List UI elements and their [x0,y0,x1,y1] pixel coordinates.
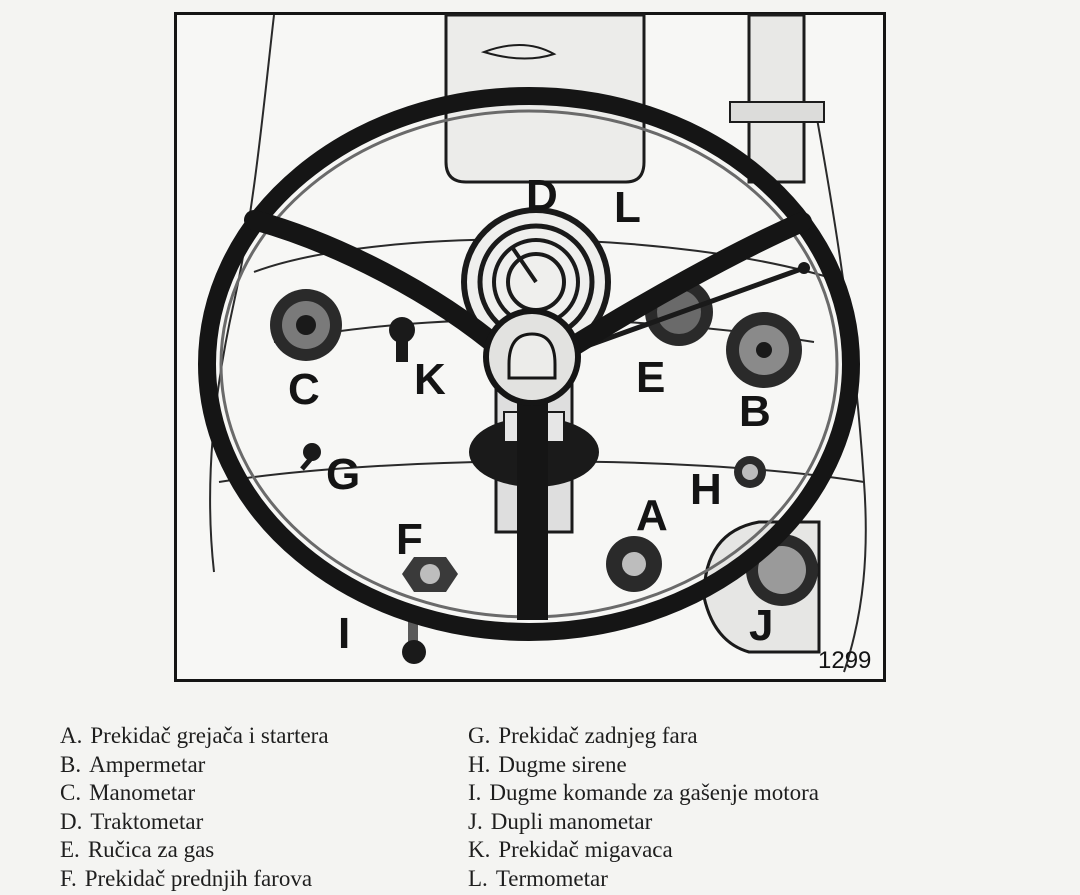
steering-wheel [198,87,860,641]
legend-item-l: L. Termometar [468,865,819,894]
legend-text: Dugme sirene [498,751,627,777]
legend-text: Dupli manometar [490,808,653,834]
ammeter-gauge-b [726,312,802,388]
legend-key: J. [468,808,483,834]
dashboard-illustration: D L C K E B G H A F I J 1299 [174,12,886,682]
legend-key: L. [468,865,488,891]
legend-item-k: K. Prekidač migavaca [468,836,819,865]
headlight-switch-f [402,557,458,592]
legend-key: H. [468,751,491,777]
callout-b: B [739,387,771,436]
legend-key: C. [60,780,82,806]
engine-stop-button-i [402,617,426,664]
legend-key: I. [468,780,482,806]
exhaust-pipe [729,13,825,184]
legend-key: A. [60,723,83,748]
legend-key: F. [60,865,77,891]
legend: A. Prekidač grejača i startera B. Ampermet… [60,722,1060,892]
legend-item-j: J. Dupli manometar [468,808,819,837]
legend-text: Traktometar [90,808,204,834]
figure-number: 1299 [818,647,871,674]
callout-k: K [414,355,446,404]
throttle-lever-e [583,262,810,350]
legend-text: Ručica za gas [87,837,215,863]
legend-text: Prekidač prednjih farova [84,865,313,891]
callout-h: H [690,465,722,514]
legend-item-e: E. Ručica za gas [60,836,329,865]
legend-column-left: A. Prekidač grejača i startera B. Ampermet… [60,722,329,894]
legend-text: Manometar [89,780,196,806]
legend-item-h: H. Dugme sirene [468,751,819,780]
pressure-gauge-c [270,289,342,361]
legend-item-d: D. Traktometar [60,808,329,837]
callout-j: J [749,601,773,650]
legend-key: K. [468,837,491,863]
rear-light-switch-g [300,443,321,471]
legend-item-b: B. Ampermetar [60,751,329,780]
horn-button-h [734,456,766,488]
legend-key: E. [60,837,80,863]
legend-item-f: F. Prekidač prednjih farova [60,865,329,894]
legend-text: Prekidač zadnjeg fara [498,723,698,748]
callout-e: E [636,353,665,402]
dashboard-drawing: D L C K E B G H A F I J 1299 [174,12,886,682]
legend-text: Termometar [495,865,608,891]
legend-text: Ampermetar [89,751,206,777]
callout-a: A [636,491,668,540]
legend-text: Dugme komande za gašenje motora [489,780,819,806]
turn-signal-switch-k [389,317,415,362]
callout-l: L [614,183,641,232]
legend-key: B. [60,751,82,777]
callout-d: D [526,171,558,220]
callout-g: G [326,450,360,499]
legend-key: D. [60,808,83,834]
legend-text: Prekidač migavaca [498,837,673,863]
callout-c: C [288,365,320,414]
legend-column-right: G. Prekidač zadnjeg fara H. Dugme sirene I… [468,722,819,894]
callout-f: F [396,515,423,564]
legend-text: Prekidač grejača i startera [90,723,329,748]
legend-item-c: C. Manometar [60,779,329,808]
legend-key: G. [468,723,491,748]
legend-item-i: I. Dugme komande za gašenje motora [468,779,819,808]
heater-starter-switch-a [606,536,662,592]
legend-item-a: A. Prekidač grejača i startera [60,722,329,751]
legend-item-g: G. Prekidač zadnjeg fara [468,722,819,751]
callout-i: I [338,609,350,658]
